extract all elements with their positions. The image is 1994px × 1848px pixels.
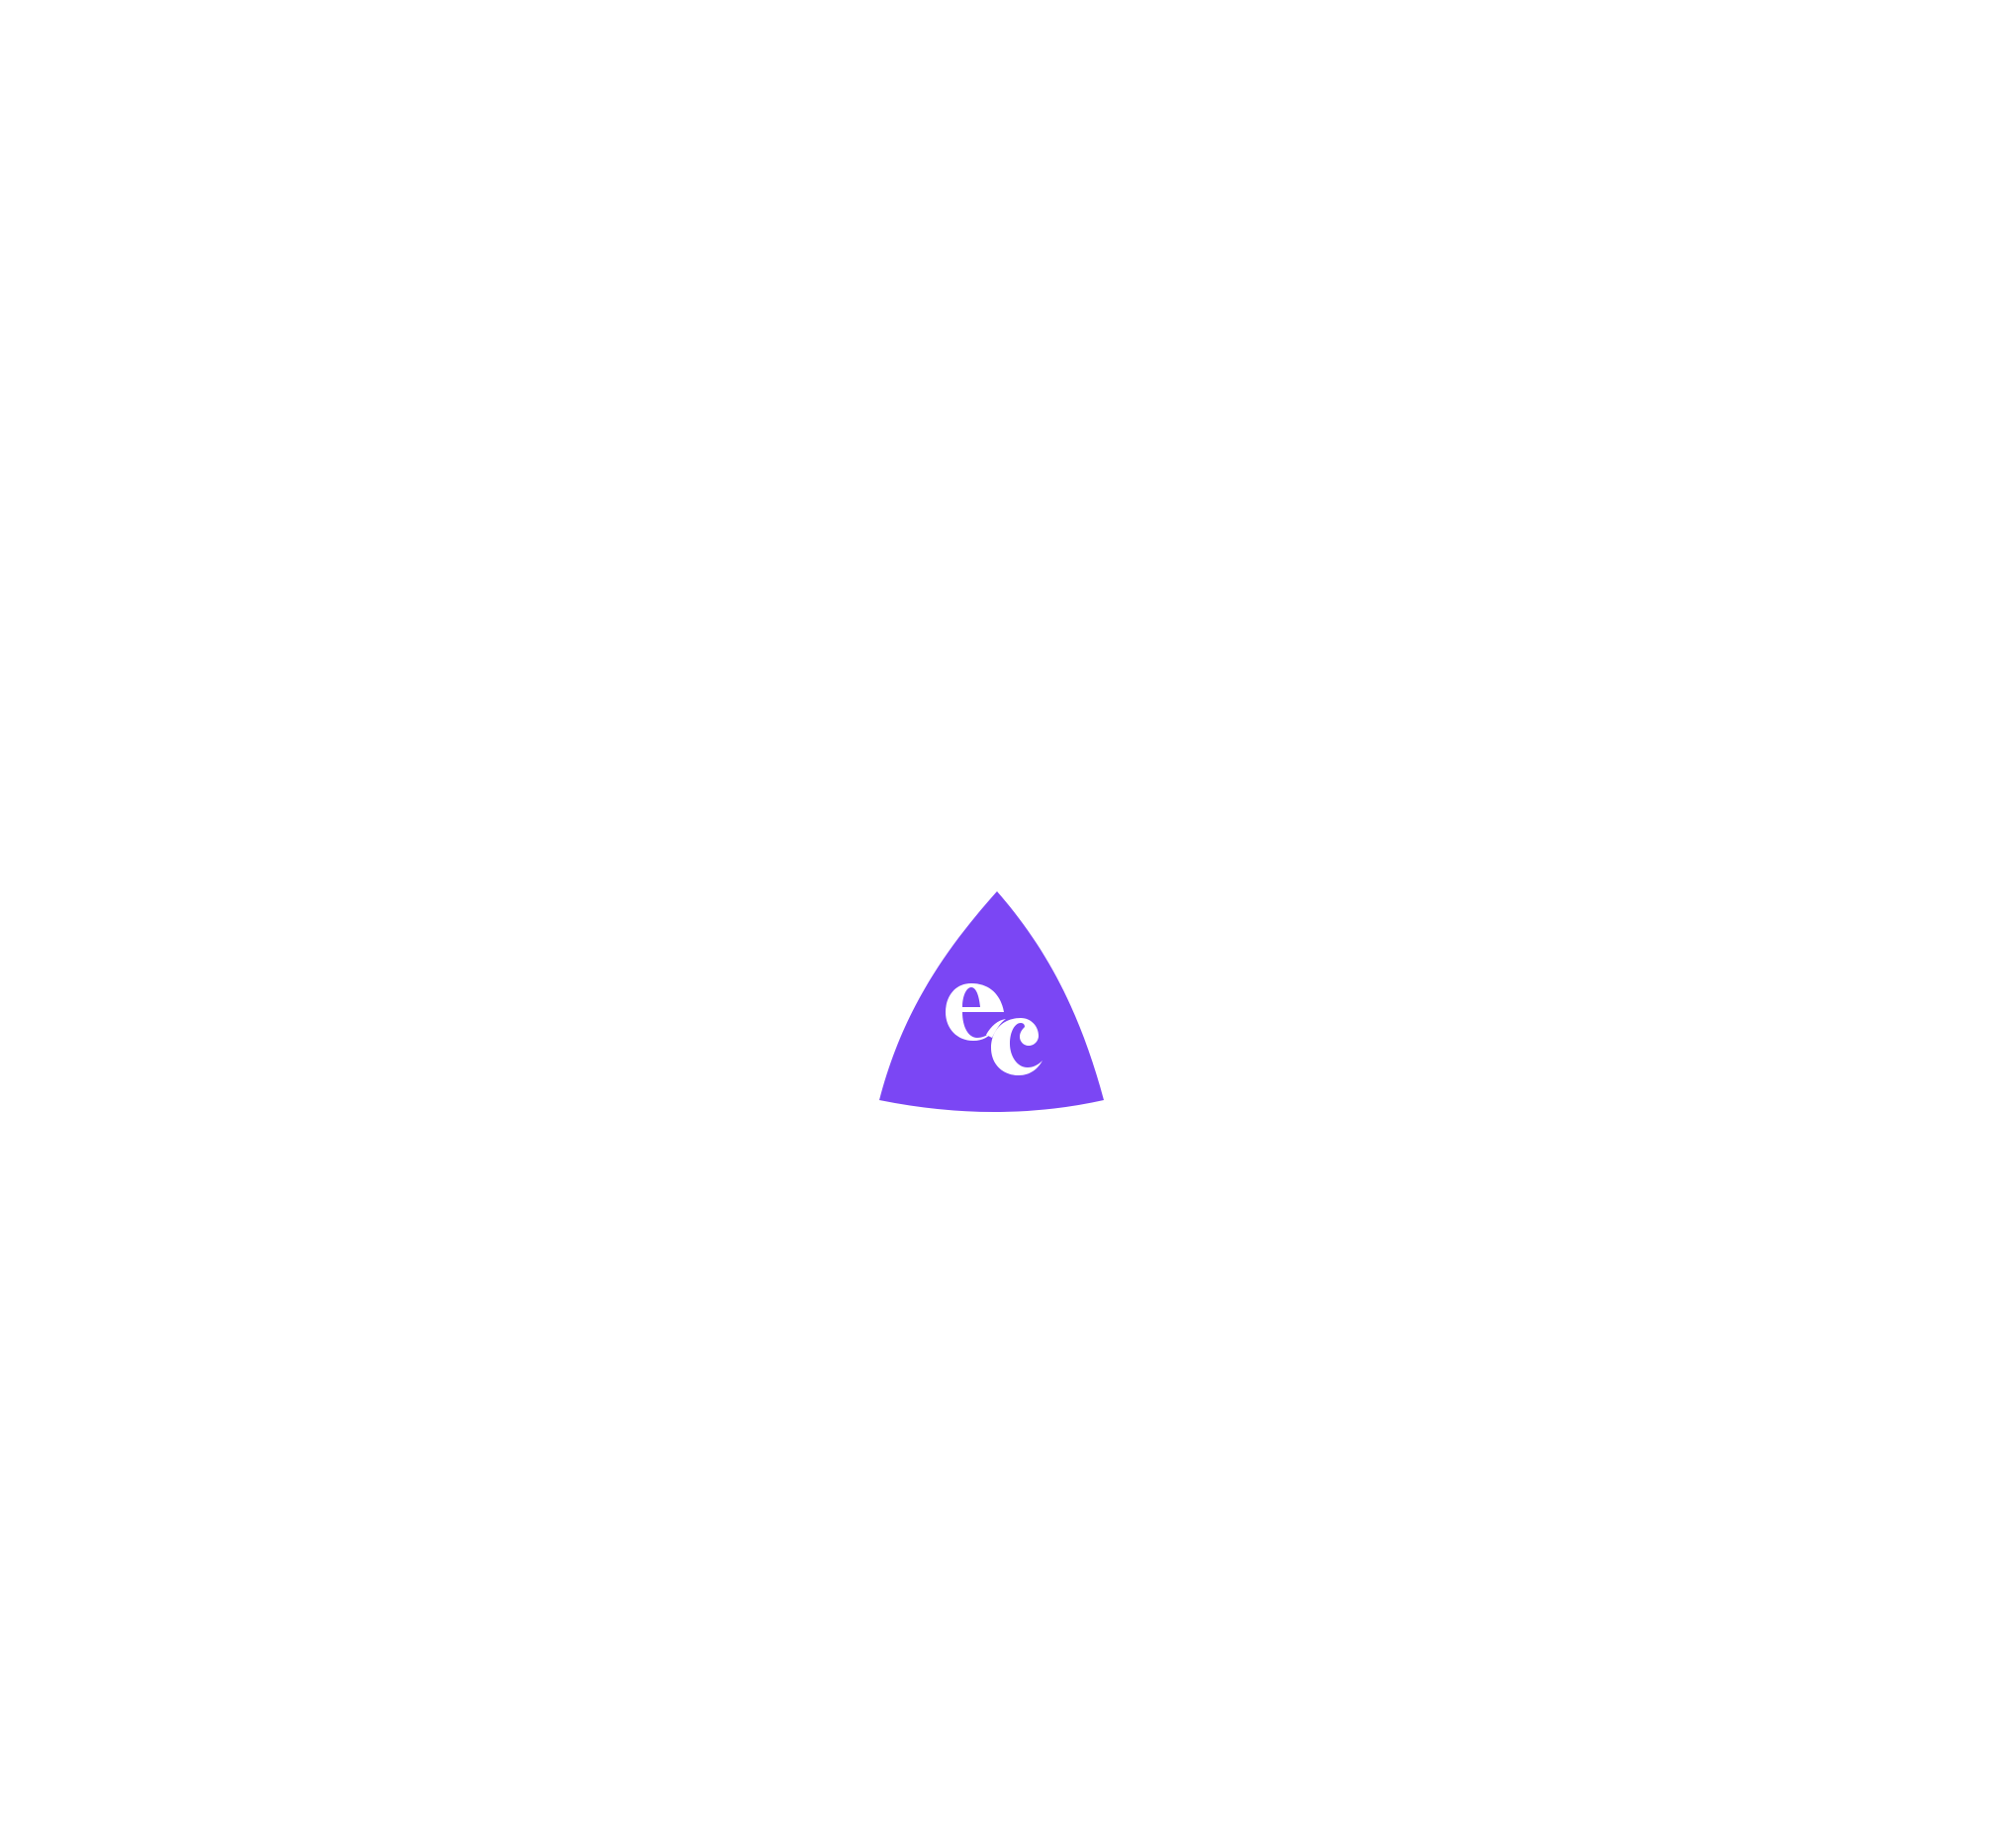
logo-letter-e xyxy=(946,983,1004,1041)
app-logo xyxy=(871,887,1119,1125)
logo-letter-c xyxy=(986,1018,1042,1075)
ec-monogram-logo-icon xyxy=(879,891,1104,1112)
